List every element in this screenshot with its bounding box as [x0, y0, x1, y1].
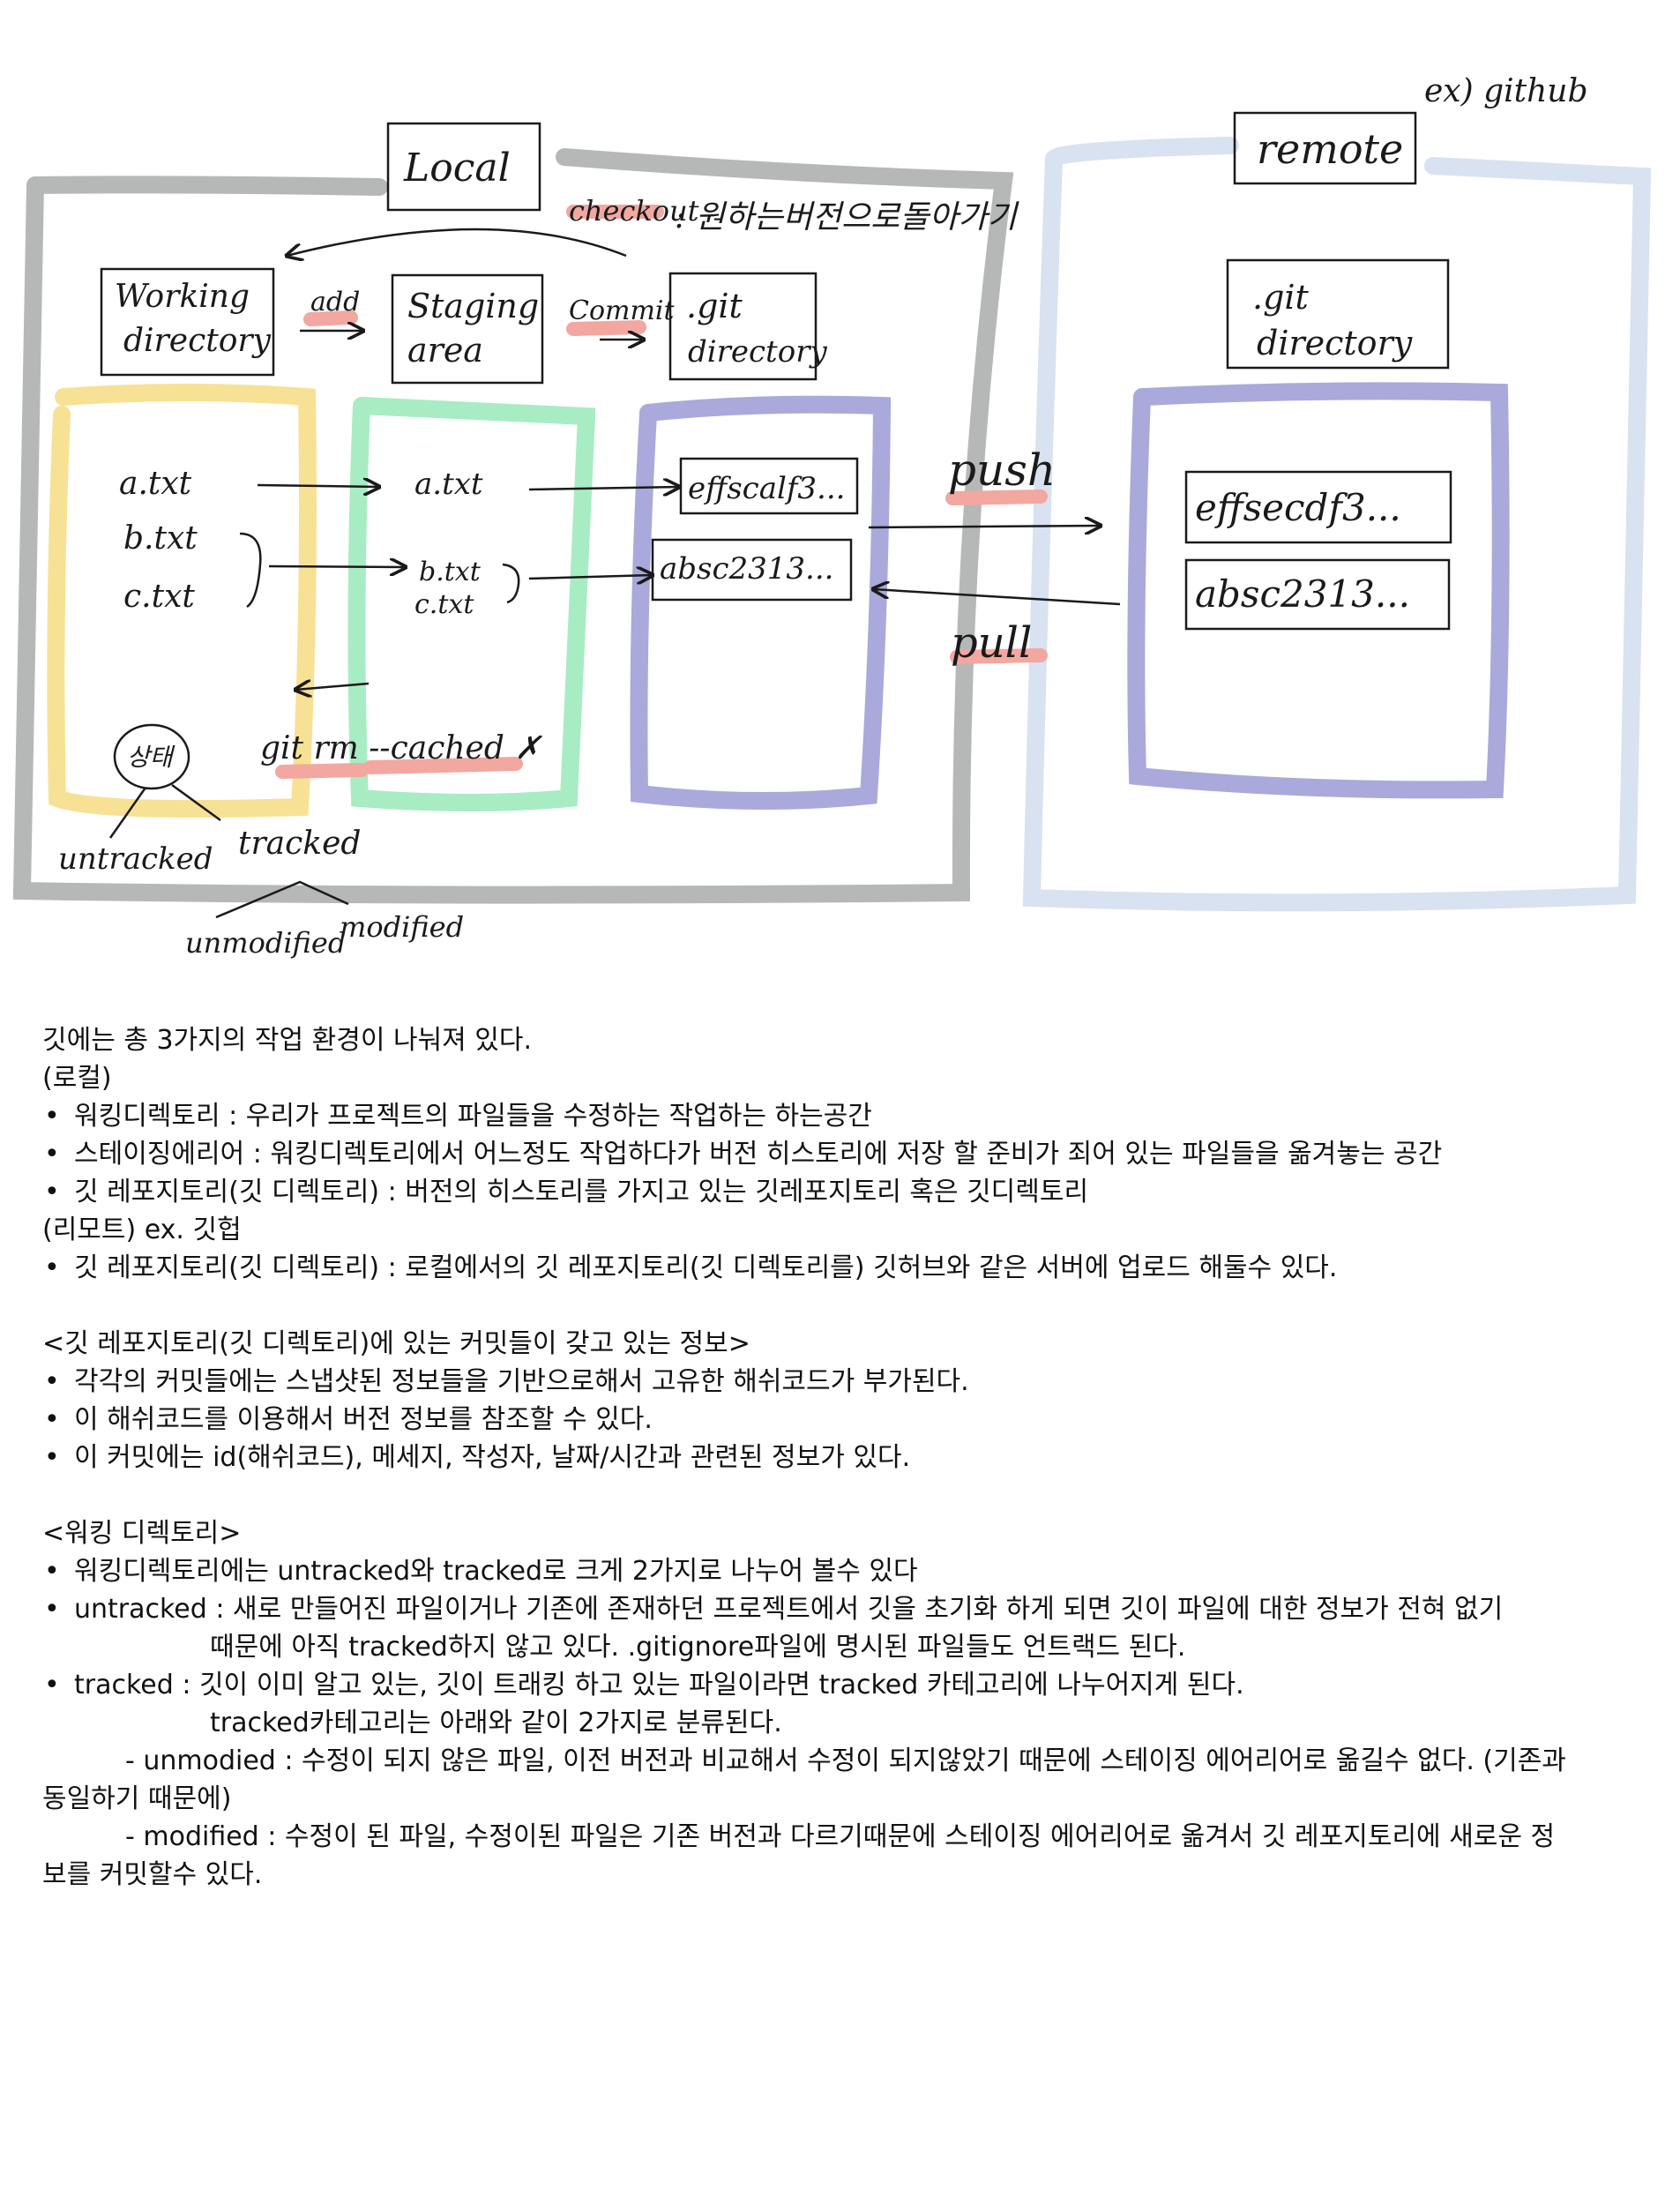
unmodified-label: unmodified — [185, 926, 346, 960]
staging-area-box — [391, 273, 544, 385]
add-label: add — [310, 287, 360, 318]
wd-bullet-categories: 워킹디렉토리에는 untracked와 tracked로 크게 2가지로 나누어… — [42, 1552, 1647, 1590]
pull-label: pull — [951, 618, 1032, 668]
commit-label: Commit — [569, 295, 676, 326]
spacer — [42, 1287, 1647, 1325]
working-directory-zone — [47, 384, 317, 818]
commit-bullet-reference: 이 해쉬코드를 이용해서 버전 정보를 참조할 수 있다. — [42, 1401, 1647, 1439]
local-bullet-git-repository: 깃 레포지토리(깃 디렉토리) : 버전의 히스토리를 가지고 있는 깃레포지토… — [42, 1173, 1647, 1211]
wd-bracket — [239, 532, 262, 609]
remote-repo-zone — [1127, 382, 1510, 799]
remote-title-box — [1233, 111, 1417, 185]
wd-bullet-untracked: untracked : 새로 만들어진 파일이거나 기존에 존재하던 프로젝트에… — [42, 1590, 1647, 1628]
checkout-description: : 원하는버전으로돌아가기 — [675, 199, 1019, 235]
working-directory-box — [100, 267, 275, 377]
untracked-label: untracked — [58, 841, 213, 877]
staging-to-repo-arrow-a — [528, 487, 679, 490]
local-frame — [12, 148, 1014, 904]
pull-arrow — [873, 589, 1121, 606]
remote-git-directory-label-2: directory — [1257, 324, 1413, 363]
git-workflow-diagram: Local checkout : 원하는버전으로돌아가기 Working dir… — [12, 73, 1652, 960]
local-bullet-working-directory: 워킹디렉토리 : 우리가 프로젝트의 파일들을 수정하는 작업하는 하는공간 — [42, 1097, 1647, 1135]
commit-bullet-info: 이 커밋에는 id(해쉬코드), 메세지, 작성자, 날짜/시간과 관련된 정보… — [42, 1439, 1647, 1476]
tracked-split-lines — [215, 880, 349, 919]
working-directory-label-2: directory — [123, 323, 272, 359]
modified-label: modified — [340, 910, 464, 944]
local-commit-1: effscalf3... — [688, 471, 845, 506]
commit-bullet-hash: 각각의 커밋들에는 스냅샷된 정보들을 기반으로해서 고유한 해쉬코드가 부가된… — [42, 1363, 1647, 1401]
spacer — [42, 1476, 1647, 1514]
local-repo-zone — [630, 395, 892, 811]
push-arrow — [868, 526, 1101, 527]
commit-heading: <깃 레포지토리(깃 디렉토리)에 있는 커밋들이 갖고 있는 정보> — [42, 1328, 750, 1359]
staging-area-zone — [347, 397, 596, 811]
staging-to-repo-arrow-bc — [528, 575, 653, 579]
local-git-directory-label-1: .git — [686, 287, 743, 325]
unmodified-line-2: 동일하기 때문에) — [42, 1783, 232, 1814]
wd-bullet-tracked: tracked : 깃이 이미 알고 있는, 깃이 트래킹 하고 있는 파일이라… — [42, 1666, 1647, 1704]
local-git-directory-label-2: directory — [688, 334, 827, 370]
sa-file-c: c.txt — [414, 589, 474, 620]
wd-bullet-tracked-cont: tracked카테고리는 아래와 같이 2가지로 분류된다. — [210, 1708, 782, 1738]
remote-commit-box-2 — [1184, 558, 1451, 631]
sa-file-b: b.txt — [419, 557, 482, 587]
working-directory-label-1: Working — [115, 279, 250, 315]
local-bullet-staging-area: 스테이징에리어 : 워킹디렉토리에서 어느정도 작업하다가 버전 히스토리에 저… — [42, 1135, 1647, 1173]
staging-area-label-2: area — [407, 331, 483, 370]
remote-git-directory-box — [1226, 258, 1450, 370]
notes-intro: 깃에는 총 3가지의 작업 환경이 나눠져 있다. — [42, 1025, 533, 1056]
unmodified-line-1: - unmodied : 수정이 되지 않은 파일, 이전 버전과 비교해서 수… — [125, 1745, 1566, 1776]
wd-file-c: c.txt — [123, 579, 195, 615]
wd-file-b: b.txt — [123, 520, 198, 557]
marker-highlights — [275, 205, 1048, 779]
remote-commit-1: effsecdf3... — [1195, 486, 1401, 529]
sa-bracket — [502, 563, 520, 604]
checkout-label: checkout — [569, 194, 699, 228]
local-title: Local — [403, 146, 511, 191]
remote-bullet-git-repository: 깃 레포지토리(깃 디렉토리) : 로컬에서의 깃 레포지토리(깃 디렉토리를)… — [42, 1249, 1647, 1287]
modified-line-1: - modified : 수정이 된 파일, 수정이된 파일은 기존 버전과 다… — [125, 1821, 1556, 1852]
remote-example: ex) github — [1424, 73, 1588, 109]
local-git-directory-box — [668, 272, 818, 381]
tracked-label: tracked — [238, 826, 361, 862]
wd-file-a: a.txt — [119, 466, 192, 502]
wd-to-staging-arrow-a — [257, 485, 379, 487]
state-to-untracked-line — [108, 787, 147, 839]
notes-section: 깃에는 총 3가지의 작업 환경이 나눠져 있다. (로컬) 워킹디렉토리 : … — [42, 1021, 1647, 1894]
state-to-tracked-line — [171, 783, 221, 822]
remote-commit-box-1 — [1184, 470, 1452, 544]
working-directory-heading: <워킹 디렉토리> — [42, 1518, 242, 1549]
sa-file-a: a.txt — [414, 467, 483, 502]
local-commit-box-1 — [679, 457, 859, 515]
remote-commit-2: absc2313... — [1195, 572, 1410, 616]
wd-bullet-untracked-cont: 때문에 아직 tracked하지 않고 있다. .gitignore파일에 명시… — [210, 1632, 1186, 1663]
local-title-box — [386, 122, 541, 212]
git-rm-back-arrow — [295, 684, 370, 690]
checkout-arrow — [287, 228, 627, 256]
local-commit-box-2 — [651, 538, 853, 602]
remote-git-directory-label-1: .git — [1252, 278, 1310, 317]
remote-heading: (리모트) ex. 깃헙 — [42, 1215, 242, 1245]
wd-to-staging-arrow-bc — [268, 566, 406, 567]
modified-line-2: 보를 커밋할수 있다. — [42, 1859, 263, 1890]
remote-title: remote — [1257, 125, 1403, 173]
local-heading: (로컬) — [42, 1063, 112, 1094]
state-circle — [113, 723, 190, 790]
push-label: push — [948, 445, 1056, 496]
local-commit-2: absc2313... — [660, 551, 833, 587]
state-label: 상태 — [127, 743, 175, 772]
staging-area-label-1: Staging — [407, 287, 539, 325]
remote-frame — [1022, 137, 1652, 912]
git-rm-cached-label: git rm --cached ✗ — [260, 730, 542, 766]
